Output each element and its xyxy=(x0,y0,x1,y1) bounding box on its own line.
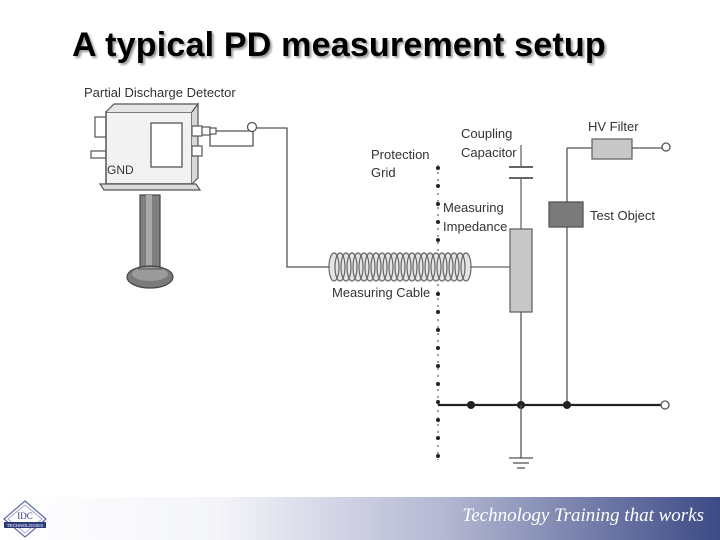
pd-detector xyxy=(90,102,217,289)
slide-title: A typical PD measurement setup xyxy=(72,26,606,64)
label-measuring: Measuring xyxy=(443,200,504,215)
footer-tagline: Technology Training that works xyxy=(462,505,704,526)
label-test-object: Test Object xyxy=(590,208,655,223)
label-impedance: Impedance xyxy=(443,219,507,234)
detector-wiring xyxy=(209,121,330,268)
hv-filter-branch xyxy=(548,138,671,405)
label-protection: Protection xyxy=(371,147,430,162)
label-measuring-cable: Measuring Cable xyxy=(332,285,430,300)
ground-symbol xyxy=(509,405,533,469)
ground-bus xyxy=(438,400,670,410)
label-grid: Grid xyxy=(371,165,396,180)
label-coupling: Coupling xyxy=(461,126,512,141)
footer-bar: IDC TECHNOLOGIES Technology Training tha… xyxy=(0,497,720,540)
svg-text:TECHNOLOGIES: TECHNOLOGIES xyxy=(7,523,44,528)
protection-grid xyxy=(436,165,440,460)
label-hv-filter: HV Filter xyxy=(588,119,639,134)
idc-technologies-logo: IDC TECHNOLOGIES xyxy=(3,500,47,538)
pd-setup-diagram: Partial Discharge Detector GND Protectio… xyxy=(84,85,671,469)
coupling-capacitor xyxy=(509,145,533,229)
label-capacitor: Capacitor xyxy=(461,145,517,160)
hv-filter xyxy=(591,138,633,160)
svg-text:IDC: IDC xyxy=(17,511,33,521)
label-pd-detector: Partial Discharge Detector xyxy=(84,85,236,100)
measuring-impedance xyxy=(509,228,533,313)
test-object xyxy=(548,201,584,228)
measuring-cable-coil xyxy=(328,252,510,282)
label-gnd: GND xyxy=(107,163,134,177)
